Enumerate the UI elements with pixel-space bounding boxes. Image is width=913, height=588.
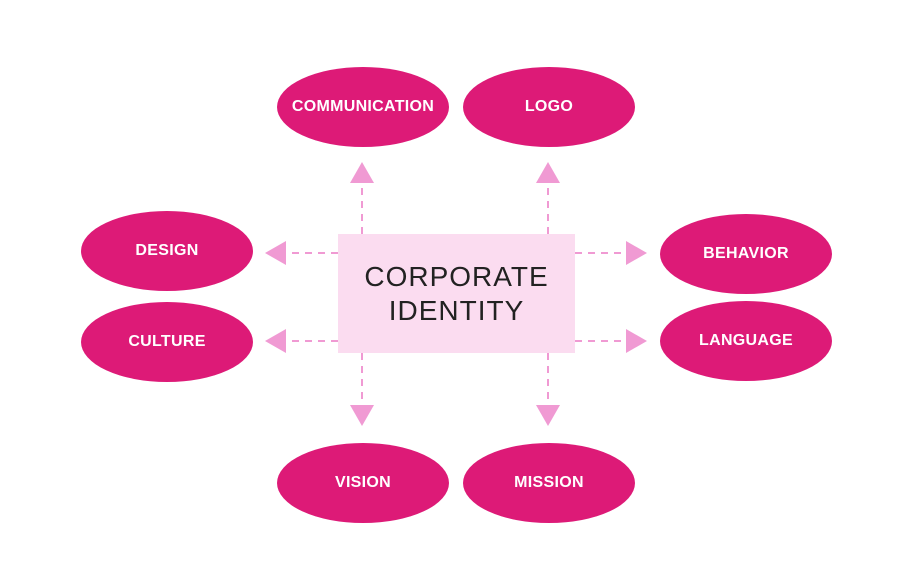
node-design: DESIGN bbox=[81, 211, 253, 291]
node-label-behavior: BEHAVIOR bbox=[703, 245, 789, 262]
arrowhead-right-language bbox=[626, 329, 647, 353]
node-label-design: DESIGN bbox=[135, 242, 199, 259]
arrowhead-left-design bbox=[265, 241, 286, 265]
node-vision: VISION bbox=[277, 443, 449, 523]
arrowhead-up-communication bbox=[350, 162, 374, 183]
arrowhead-down-mission bbox=[536, 405, 560, 426]
center-box-corporate-identity: CORPORATE IDENTITY bbox=[338, 234, 575, 353]
node-label-language: LANGUAGE bbox=[699, 332, 793, 349]
node-label-logo: LOGO bbox=[524, 98, 574, 115]
node-logo: LOGO bbox=[463, 67, 635, 147]
node-culture: CULTURE bbox=[81, 302, 253, 382]
arrowhead-down-vision bbox=[350, 405, 374, 426]
arrowhead-left-culture bbox=[265, 329, 286, 353]
node-label-culture: CULTURE bbox=[128, 333, 206, 350]
node-label-mission: MISSION bbox=[514, 474, 584, 491]
node-behavior: BEHAVIOR bbox=[660, 214, 832, 294]
node-communication: COMMUNICATION bbox=[277, 67, 449, 147]
node-label-vision: VISION bbox=[334, 474, 392, 491]
node-language: LANGUAGE bbox=[660, 301, 832, 381]
arrowhead-right-behavior bbox=[626, 241, 647, 265]
node-mission: MISSION bbox=[463, 443, 635, 523]
arrowhead-up-logo bbox=[536, 162, 560, 183]
node-label-communication: COMMUNICATION bbox=[291, 98, 435, 115]
center-title-line-1: CORPORATE bbox=[364, 260, 549, 292]
center-title-line-2: IDENTITY bbox=[388, 294, 525, 326]
